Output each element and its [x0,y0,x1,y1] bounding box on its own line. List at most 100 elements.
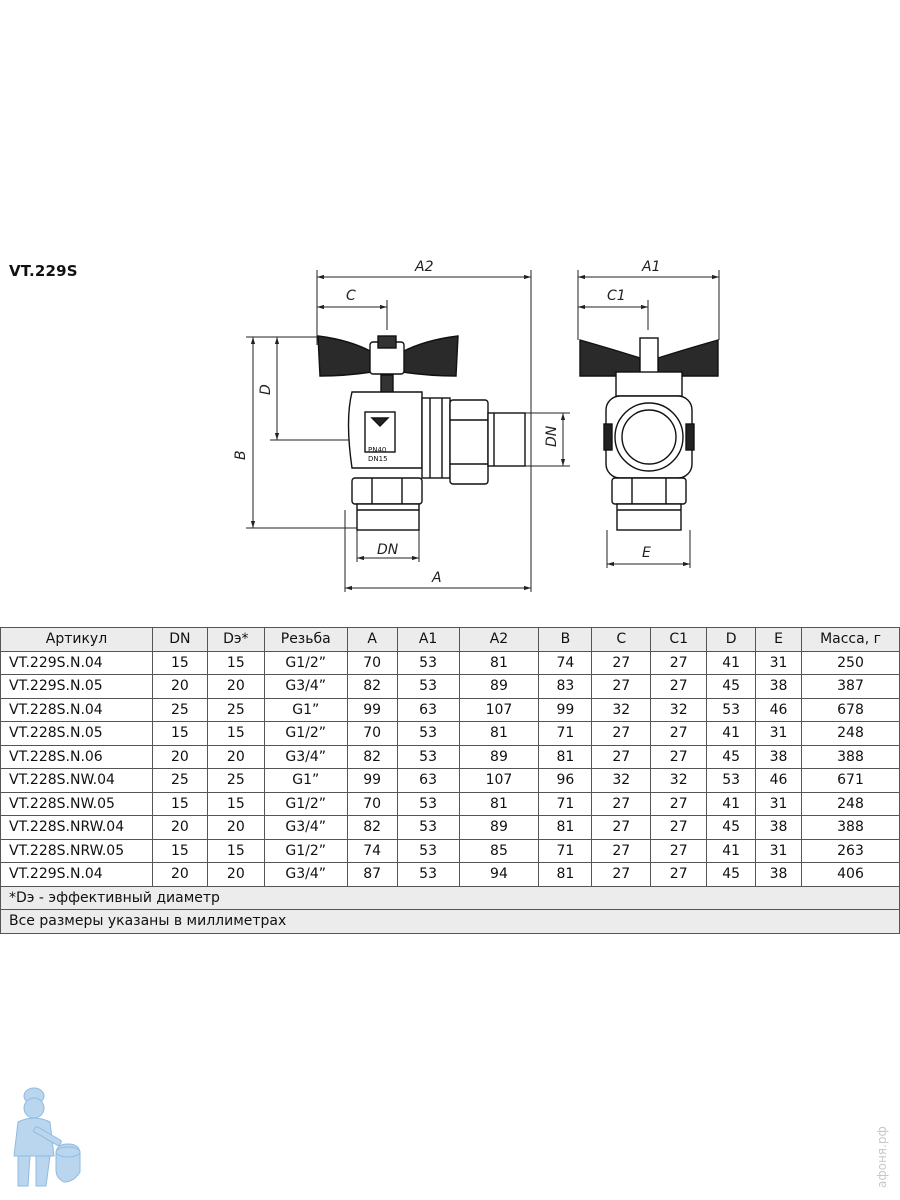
cell-c1: 32 [650,697,708,722]
cell-d: 41 [706,650,757,675]
note-units: Все размеры указаны в миллиметрах [0,909,900,934]
cell-e: 46 [755,697,803,722]
label-b: B [233,450,249,460]
cell-b: 99 [538,697,593,722]
cell-article: VT.228S.NRW.04 [0,815,153,840]
cell-article: VT.228S.N.04 [0,697,153,722]
cell-e: 38 [755,815,803,840]
cell-d: 41 [706,791,757,816]
cell-e: 38 [755,862,803,887]
front-view-labels: A2 C D B DN DN A [233,259,560,586]
cell-dn: 20 [151,744,208,769]
cell-de: 25 [206,697,265,722]
cell-a1: 53 [396,744,460,769]
cell-a2: 94 [458,862,540,887]
cell-c: 27 [591,815,652,840]
cell-mass: 263 [801,838,900,863]
cell-d: 45 [706,862,757,887]
front-view [246,270,570,592]
cell-a1: 63 [396,697,460,722]
cell-a: 99 [346,697,398,722]
cell-dn: 25 [151,697,208,722]
cell-a: 87 [346,862,398,887]
cell-d: 45 [706,744,757,769]
cell-c1: 27 [650,674,708,699]
cell-e: 31 [755,650,803,675]
cell-c: 32 [591,768,652,793]
cell-b: 71 [538,791,593,816]
cell-d: 53 [706,697,757,722]
col-header-dn: DN [151,627,208,652]
cell-thread: G1” [263,768,348,793]
cell-dn: 20 [151,862,208,887]
table-header-row: Артикул DN Dэ* Резьба A A1 A2 B C C1 D E… [0,627,900,652]
cell-thread: G1/2” [263,791,348,816]
cell-e: 31 [755,721,803,746]
col-header-e: E [755,627,803,652]
cell-c1: 27 [650,650,708,675]
cell-dn: 20 [151,815,208,840]
cell-c: 27 [591,744,652,769]
cell-mass: 678 [801,697,900,722]
cell-c1: 27 [650,838,708,863]
label-a2: A2 [414,259,434,275]
cell-a1: 53 [396,862,460,887]
label-dn-bottom: DN [377,542,399,558]
col-header-b: B [538,627,593,652]
cell-a2: 89 [458,674,540,699]
col-header-article: Артикул [0,627,153,652]
cell-dn: 15 [151,838,208,863]
cell-a: 74 [346,838,398,863]
cell-mass: 388 [801,815,900,840]
cell-thread: G1/2” [263,721,348,746]
cell-b: 71 [538,838,593,863]
cell-article: VT.228S.NRW.05 [0,838,153,863]
cell-dn: 25 [151,768,208,793]
cell-c: 27 [591,674,652,699]
cell-c1: 27 [650,862,708,887]
cell-mass: 388 [801,744,900,769]
technical-drawing: PN40 DN15 A2 C D B DN DN A [233,259,720,592]
cell-a2: 81 [458,791,540,816]
cell-article: VT.229S.N.05 [0,674,153,699]
cell-c1: 27 [650,744,708,769]
label-a: A [431,570,442,586]
cell-e: 46 [755,768,803,793]
cell-c: 27 [591,862,652,887]
cell-mass: 671 [801,768,900,793]
cell-a: 99 [346,768,398,793]
cell-b: 81 [538,862,593,887]
cell-mass: 250 [801,650,900,675]
cell-b: 81 [538,815,593,840]
cell-b: 71 [538,721,593,746]
cell-de: 20 [206,815,265,840]
cell-thread: G1” [263,697,348,722]
col-header-de: Dэ* [206,627,265,652]
cell-mass: 248 [801,791,900,816]
cell-mass: 406 [801,862,900,887]
cell-a1: 53 [396,815,460,840]
cell-de: 20 [206,744,265,769]
cell-c1: 27 [650,791,708,816]
watermark-text: афоня.рф [875,1126,889,1188]
valve-front-body: PN40 DN15 [317,335,526,531]
cell-e: 31 [755,791,803,816]
cell-d: 53 [706,768,757,793]
cell-a: 70 [346,791,398,816]
cell-a: 82 [346,815,398,840]
cell-a2: 107 [458,697,540,722]
cell-de: 15 [206,650,265,675]
cell-b: 96 [538,768,593,793]
cell-dn: 15 [151,791,208,816]
cell-article: VT.228S.NW.05 [0,791,153,816]
cell-thread: G3/4” [263,815,348,840]
col-header-thread: Резьба [263,627,348,652]
